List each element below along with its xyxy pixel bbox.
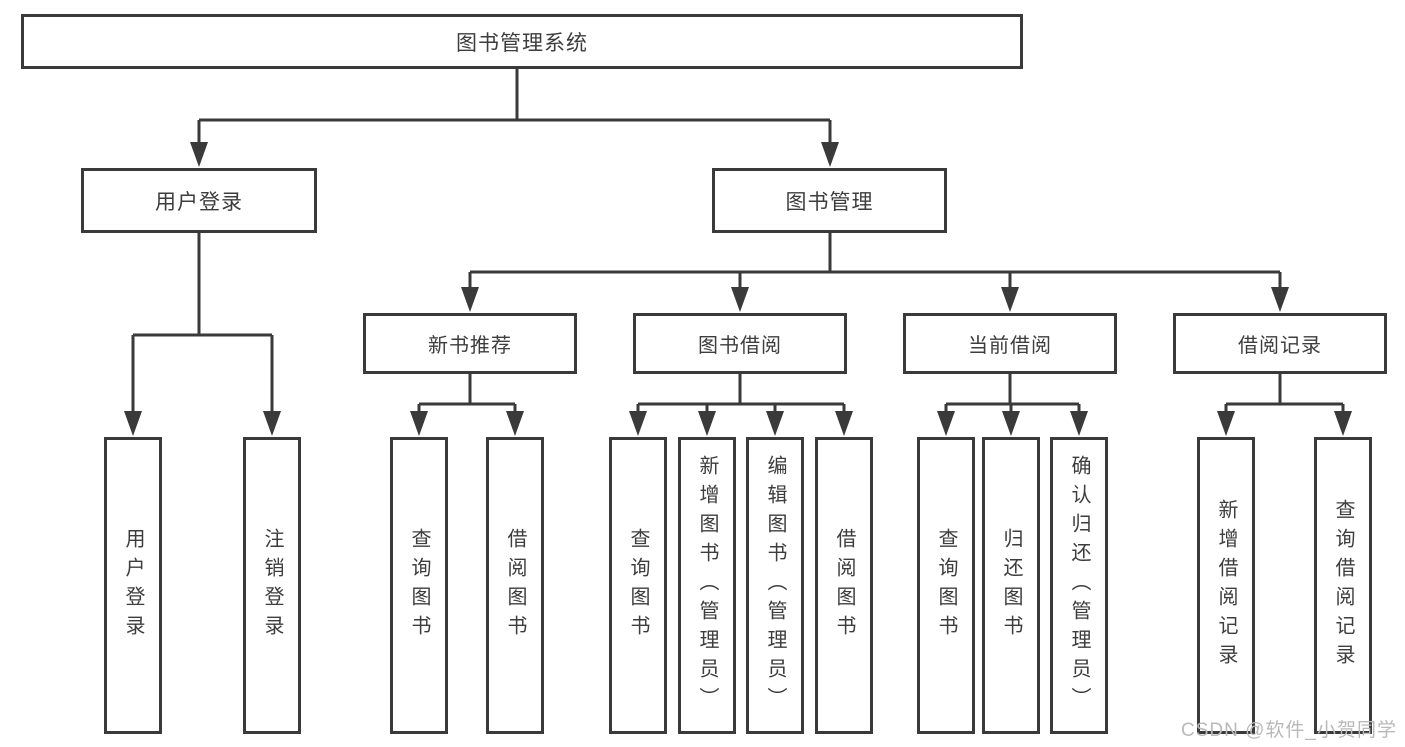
leaf-add-borrow-record-label: 新增借阅记录	[1215, 498, 1237, 673]
leaf-user-login-label: 用户登录	[122, 527, 144, 644]
node-root-label: 图书管理系统	[456, 31, 588, 55]
leaf-recommend-query-books: 查询图书	[390, 437, 448, 734]
leaf-logout-label: 注销登录	[261, 527, 283, 644]
arrowheads-level3	[461, 287, 1289, 312]
arrowheads-level4	[124, 411, 1352, 436]
leaf-borrow-query-books-label: 查询图书	[627, 527, 649, 644]
node-book-management-label: 图书管理	[785, 190, 874, 214]
leaf-logout: 注销登录	[243, 437, 301, 734]
arrowheads-level2	[190, 142, 839, 167]
node-borrow-records-label: 借阅记录	[1238, 335, 1322, 357]
connector-records-children	[1224, 374, 1345, 412]
leaf-user-login: 用户登录	[104, 437, 162, 734]
node-book-borrow-label: 图书借阅	[698, 335, 782, 357]
leaf-query-borrow-record: 查询借阅记录	[1314, 437, 1372, 734]
leaf-borrow-query-books: 查询图书	[609, 437, 667, 734]
leaf-add-books-admin-label: 新增图书（管理员）	[696, 455, 718, 716]
node-current-borrow: 当前借阅	[903, 313, 1117, 374]
leaf-recommend-query-books-label: 查询图书	[408, 527, 430, 644]
node-borrow-records: 借阅记录	[1173, 313, 1387, 374]
node-current-borrow-label: 当前借阅	[968, 335, 1052, 357]
leaf-return-books: 归还图书	[982, 437, 1040, 734]
leaf-return-books-label: 归还图书	[1000, 527, 1022, 644]
node-root-system: 图书管理系统	[21, 14, 1023, 69]
leaf-edit-books-admin-label: 编辑图书（管理员）	[764, 455, 786, 716]
leaf-recommend-borrow-books: 借阅图书	[486, 437, 544, 734]
node-book-borrow: 图书借阅	[633, 313, 847, 374]
node-new-book-recommend: 新书推荐	[363, 313, 577, 374]
connector-current-children	[944, 374, 1081, 412]
connector-bookmgmt-to-level3	[468, 233, 1282, 289]
leaf-confirm-return-admin-label: 确认归还（管理员）	[1068, 455, 1090, 716]
leaf-borrow-books-label: 借阅图书	[833, 527, 855, 644]
leaf-add-books-admin: 新增图书（管理员）	[678, 437, 736, 734]
leaf-edit-books-admin: 编辑图书（管理员）	[746, 437, 804, 734]
leaf-current-query-books: 查询图书	[917, 437, 975, 734]
node-user-login: 用户登录	[81, 168, 317, 233]
leaf-query-borrow-record-label: 查询借阅记录	[1332, 498, 1354, 673]
connector-userlogin-children	[131, 233, 274, 412]
leaf-add-borrow-record: 新增借阅记录	[1197, 437, 1255, 734]
connector-newbooks-children	[417, 374, 517, 412]
connector-borrow-children	[636, 374, 846, 412]
leaf-current-query-books-label: 查询图书	[935, 527, 957, 644]
node-user-login-label: 用户登录	[155, 190, 243, 214]
leaf-borrow-books: 借阅图书	[815, 437, 873, 734]
node-new-book-recommend-label: 新书推荐	[428, 335, 512, 357]
leaf-recommend-borrow-books-label: 借阅图书	[504, 527, 526, 644]
node-book-management: 图书管理	[712, 168, 947, 233]
leaf-confirm-return-admin: 确认归还（管理员）	[1050, 437, 1108, 734]
connector-root-to-level2	[197, 69, 832, 144]
